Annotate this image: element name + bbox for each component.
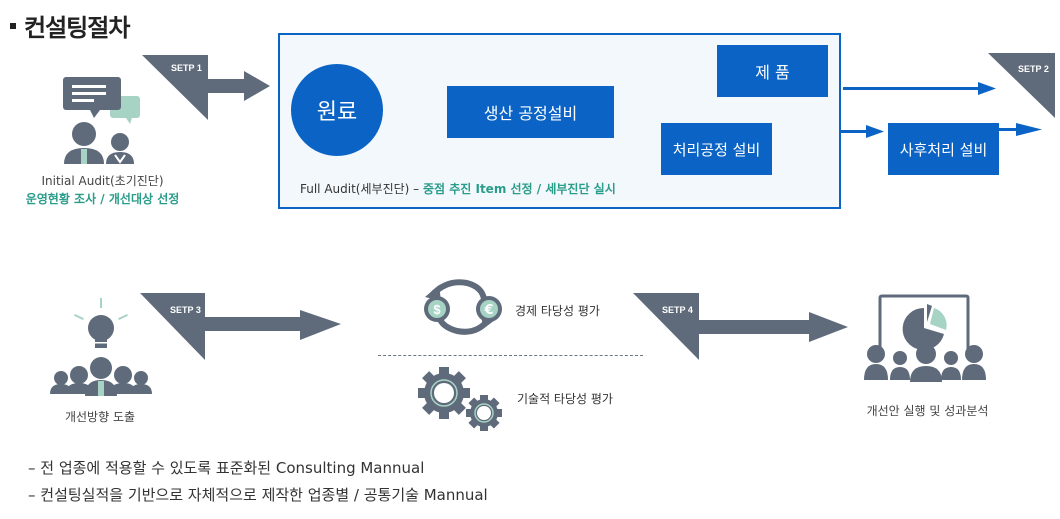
- step3-caption: 개선방향 도출: [64, 410, 136, 424]
- step3-marker: SETP 3: [140, 293, 341, 360]
- page-title-text: 컨설팅절차: [24, 14, 130, 42]
- post-treatment-equipment-node: 사후처리 설비: [888, 123, 999, 175]
- svg-text:€: €: [483, 303, 493, 318]
- step4-label: SETP 4: [662, 305, 693, 315]
- evaluation-divider: [378, 355, 643, 356]
- title-bullet: [10, 23, 16, 29]
- initial-audit-title: Initial Audit(초기진단): [41, 174, 164, 188]
- raw-material-node: 원료: [291, 64, 383, 156]
- page-title: 컨설팅절차: [10, 8, 130, 43]
- idea-team-icon: [50, 298, 152, 396]
- full-audit-caption-prefix: Full Audit(세부진단) –: [300, 182, 423, 196]
- step4-caption: 개선안 실행 및 성과분석: [866, 404, 989, 418]
- treatment-equipment-node: 처리공정 설비: [661, 123, 772, 175]
- arrow-product-to-step2: [843, 87, 983, 90]
- step4-arrow-shaft: [697, 320, 812, 334]
- product-node: 제 품: [717, 45, 828, 97]
- step4-marker: SETP 4: [633, 293, 848, 360]
- step1-triangle: [142, 55, 208, 120]
- step1-arrow-shaft: [206, 79, 246, 93]
- step3-label: SETP 3: [170, 305, 201, 315]
- step3-arrow-head: [300, 310, 341, 340]
- step2-triangle: [988, 53, 1055, 118]
- currency-exchange-icon: $ €: [424, 279, 502, 335]
- presentation-audience-icon: [864, 294, 986, 382]
- full-audit-caption-highlight: 중점 추진 Item 선정 / 세부진단 실시: [422, 182, 616, 196]
- step3-triangle: [140, 293, 205, 360]
- step2-marker: SETP 2: [988, 53, 1055, 118]
- step4-arrow-head: [809, 312, 848, 342]
- svg-text:$: $: [433, 302, 441, 317]
- step4-triangle: [633, 293, 699, 360]
- economic-feasibility-label: 경제 타당성 평가: [515, 304, 600, 318]
- note-item: – 전 업종에 적용할 수 있도록 표준화된 Consulting Mannua…: [28, 459, 425, 477]
- technical-feasibility-label: 기술적 타당성 평가: [517, 392, 613, 406]
- arrow-post-out: [990, 128, 1020, 131]
- step1-label: SETP 1: [171, 63, 202, 73]
- full-audit-caption: Full Audit(세부진단) – 중점 추진 Item 선정 / 세부진단 …: [300, 180, 616, 197]
- consultation-icon: [63, 77, 140, 164]
- step1-arrow-head: [244, 71, 270, 101]
- production-equipment-node: 생산 공정설비: [447, 86, 614, 138]
- initial-audit-subtitle: 운영현황 조사 / 개선대상 선정: [25, 192, 180, 206]
- note-item: – 컨설팅실적을 기반으로 자체적으로 제작한 업종별 / 공통기술 Mannu…: [28, 486, 488, 504]
- step2-label: SETP 2: [1018, 64, 1049, 74]
- step3-arrow-shaft: [203, 317, 303, 331]
- step1-marker: SETP 1: [142, 55, 270, 120]
- gears-icon: [418, 367, 502, 431]
